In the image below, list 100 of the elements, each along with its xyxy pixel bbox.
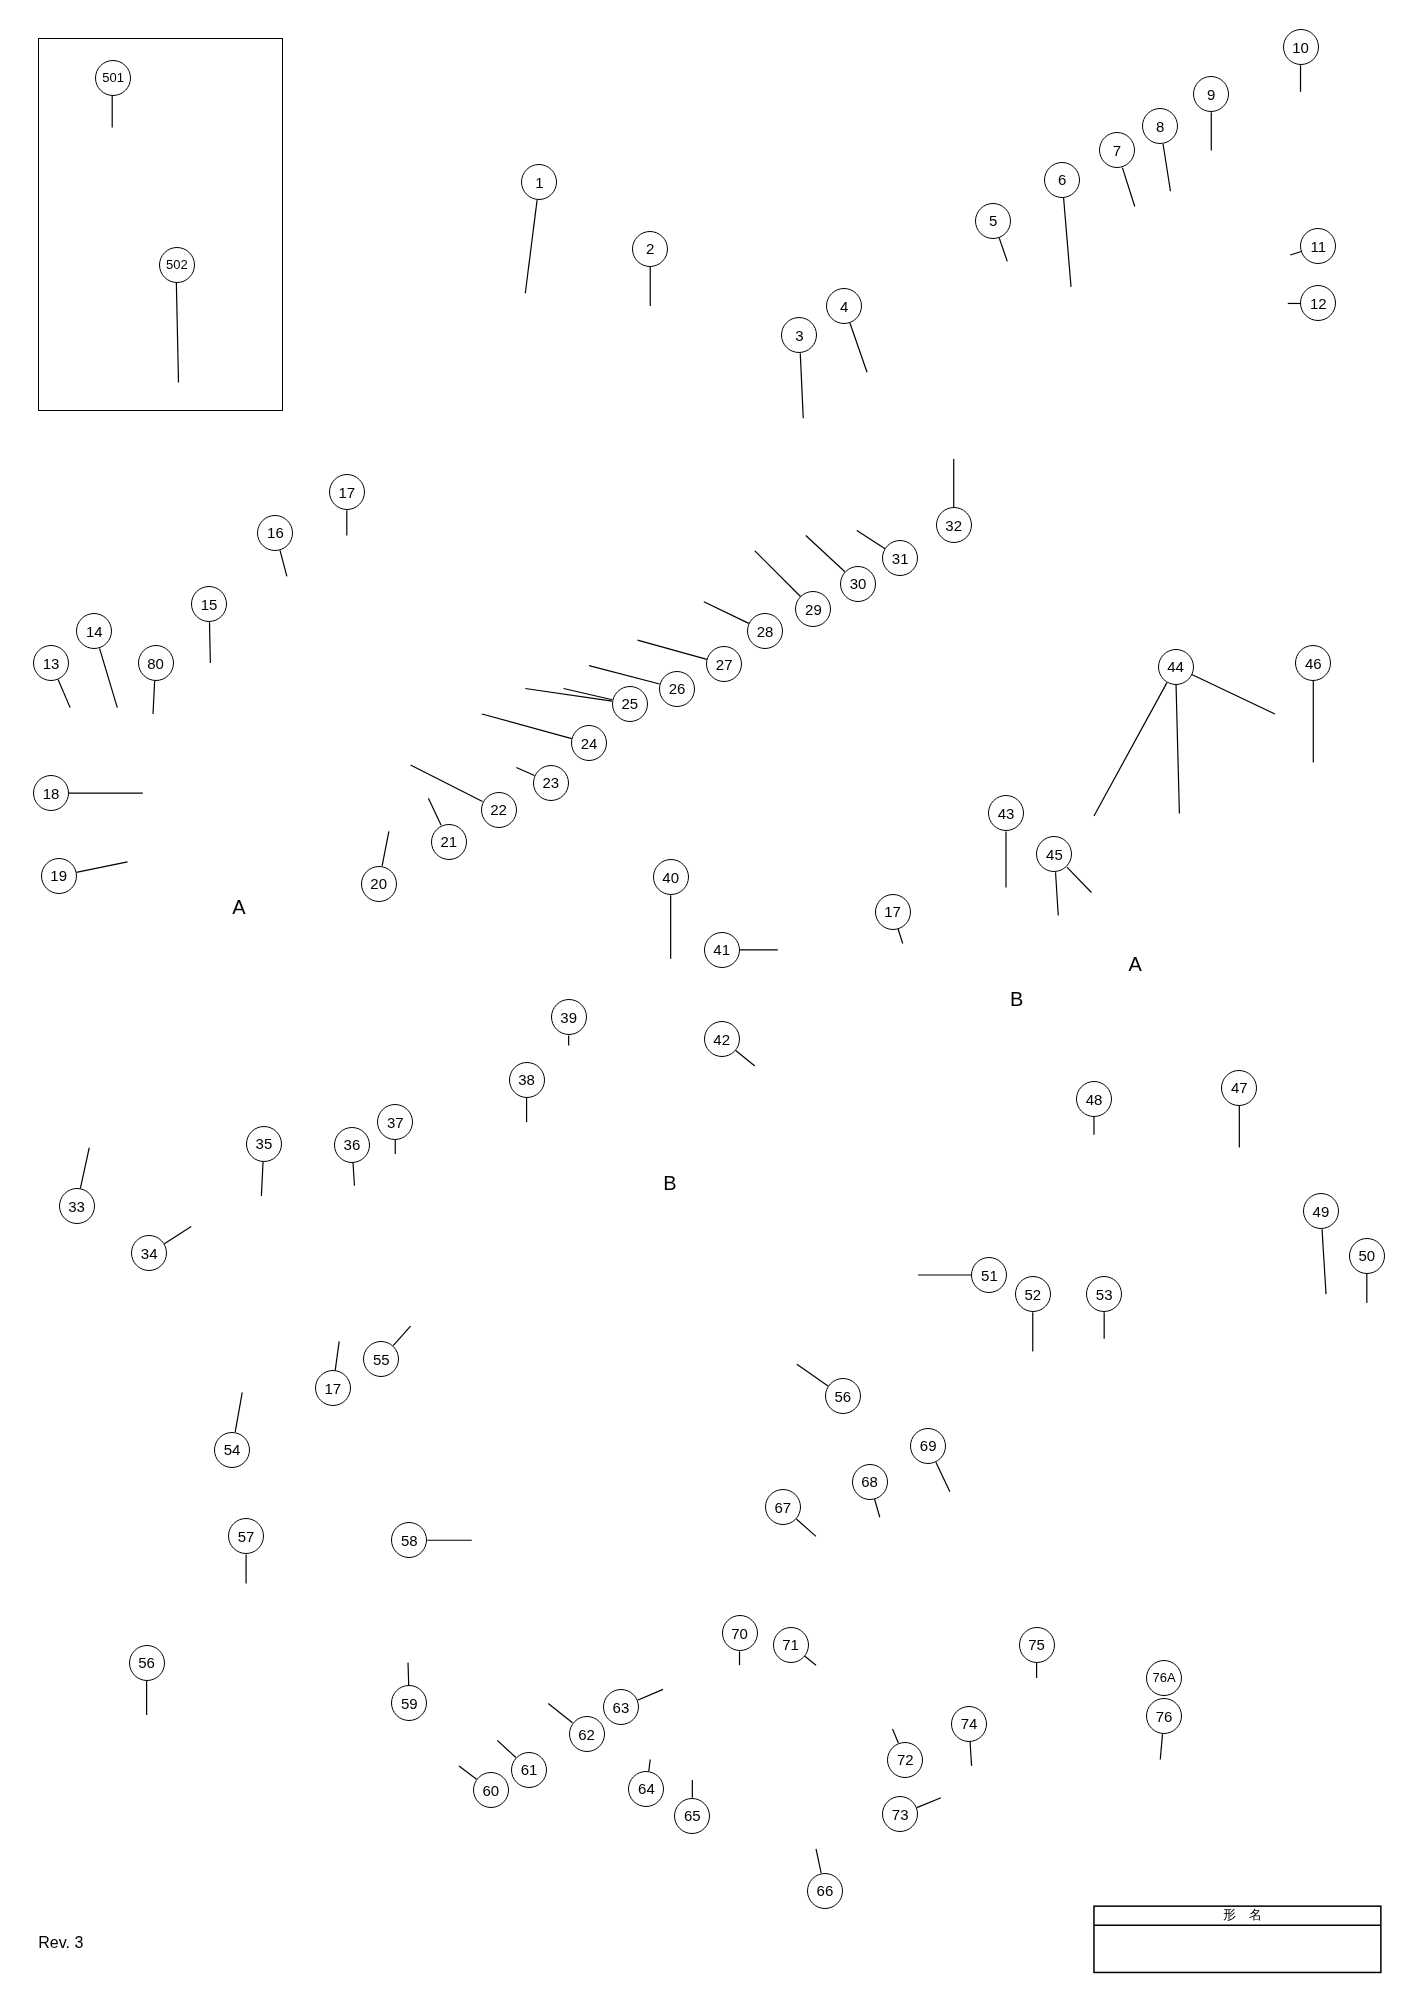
callout-number: 75	[1018, 1626, 1055, 1663]
leader-line	[916, 1797, 942, 1809]
leader-line	[1063, 197, 1072, 288]
callout-number: 6	[1044, 161, 1081, 198]
leader-line	[935, 1461, 951, 1493]
callout-number: 16	[257, 514, 294, 551]
callout-number: 66	[806, 1872, 843, 1909]
callout-number: 31	[882, 540, 919, 577]
callout-number: 55	[363, 1341, 400, 1378]
callout-number: 13	[33, 645, 69, 681]
leader-line	[805, 534, 846, 573]
leader-line	[670, 894, 672, 960]
leader-line	[152, 680, 156, 715]
leader-line	[163, 1225, 192, 1245]
leader-line	[754, 550, 802, 598]
callout-number: 54	[214, 1431, 251, 1468]
leader-line	[334, 1340, 340, 1372]
view-marker: A	[232, 895, 246, 919]
callout-number: 48	[1075, 1081, 1112, 1118]
leader-line	[735, 1049, 756, 1067]
leader-line	[873, 1498, 881, 1518]
leader-line	[279, 549, 288, 577]
view-marker: B	[663, 1172, 677, 1196]
callout-number: 40	[652, 859, 689, 896]
callout-number: 27	[706, 646, 743, 683]
callout-number: 39	[550, 999, 587, 1036]
callout-number: 2	[632, 230, 669, 267]
leader-line	[68, 792, 144, 794]
callout-number: 1	[521, 164, 558, 201]
leader-line	[98, 647, 118, 709]
callout-number: 41	[703, 931, 740, 968]
callout-number: 63	[602, 1689, 639, 1726]
leader-line	[524, 199, 538, 294]
callout-number: 64	[628, 1770, 665, 1807]
leader-line	[1210, 111, 1212, 152]
leader-line	[260, 1161, 264, 1197]
leader-line	[1054, 871, 1059, 917]
leader-line	[1093, 1116, 1095, 1136]
callout-number: 32	[935, 507, 972, 544]
callout-number: 47	[1221, 1069, 1258, 1106]
view-marker: B	[1010, 987, 1024, 1011]
callout-number: 35	[245, 1125, 282, 1162]
leader-line	[588, 664, 661, 685]
revision-note: Rev. 3	[38, 1933, 84, 1952]
leader-line	[856, 529, 886, 550]
leader-line	[75, 861, 129, 873]
callout-number: 23	[532, 764, 569, 801]
callout-number: 62	[568, 1716, 605, 1752]
leader-line	[1162, 143, 1172, 192]
leader-line	[738, 1650, 741, 1666]
callout-number: 53	[1086, 1276, 1123, 1313]
callout-number: 80	[137, 645, 174, 681]
leader-line	[381, 830, 390, 867]
callout-number: 73	[882, 1796, 919, 1833]
callout-number: 69	[910, 1427, 947, 1464]
callout-number: 46	[1295, 645, 1332, 681]
leader-line	[524, 687, 613, 702]
leader-line	[1287, 302, 1301, 305]
view-marker: A	[1128, 953, 1142, 977]
callout-number: 8	[1142, 108, 1179, 145]
leader-line	[175, 281, 180, 384]
leader-line	[111, 93, 113, 129]
leader-line	[1032, 1311, 1034, 1353]
callout-number: 502	[158, 246, 195, 283]
leader-line	[799, 352, 804, 419]
leader-line	[496, 1739, 517, 1759]
callout-number: 9	[1193, 76, 1230, 113]
leader-line	[1238, 1105, 1240, 1149]
callout-number: 5	[975, 202, 1012, 239]
leader-line	[648, 1758, 651, 1772]
callout-number: 18	[33, 775, 69, 812]
leader-line	[407, 1662, 410, 1687]
callout-number: 24	[571, 725, 608, 762]
leader-line	[547, 1702, 574, 1724]
callout-number: 56	[128, 1644, 165, 1681]
leader-line	[739, 949, 779, 951]
callout-number: 37	[377, 1104, 414, 1140]
leader-line	[245, 1553, 247, 1585]
leader-line	[346, 509, 348, 537]
callout-number: 61	[511, 1751, 548, 1788]
callout-number: 34	[131, 1235, 168, 1272]
callout-number: 74	[951, 1705, 987, 1742]
leader-line	[953, 458, 955, 508]
leader-line	[481, 713, 573, 740]
callout-number: 57	[228, 1518, 265, 1555]
leader-line	[1103, 1311, 1105, 1340]
callout-number: 17	[328, 474, 365, 511]
leader-line	[1289, 250, 1302, 256]
callout-number: 68	[851, 1463, 888, 1500]
callout-number: 65	[674, 1797, 711, 1834]
callout-number: 70	[721, 1615, 758, 1652]
leader-line	[1005, 830, 1007, 888]
leader-line	[526, 1097, 528, 1123]
callout-number: 42	[703, 1021, 740, 1058]
callout-number: 71	[772, 1626, 809, 1663]
leader-line	[146, 1680, 148, 1716]
callout-number: 76A	[1146, 1659, 1183, 1696]
leader-line	[1191, 673, 1276, 715]
leader-line	[691, 1779, 693, 1799]
callout-number: 17	[874, 893, 911, 930]
